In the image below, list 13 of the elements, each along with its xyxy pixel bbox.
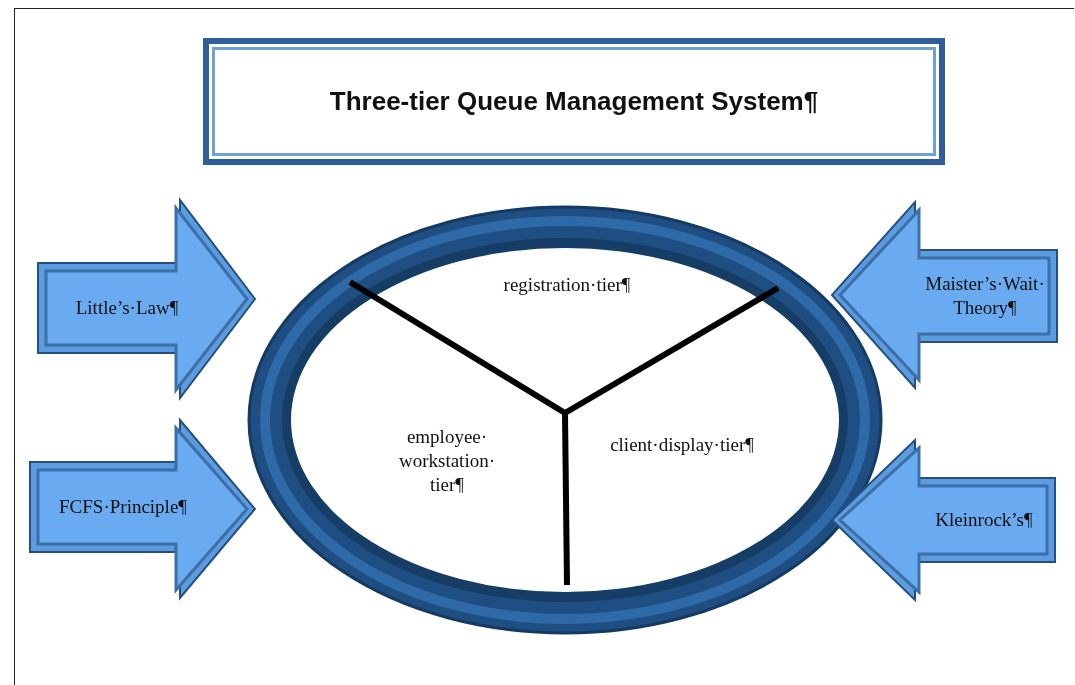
arrow-label: FCFS·Principle¶	[59, 495, 187, 519]
block-arrow	[832, 440, 1055, 600]
tier-label: registration·tier¶	[472, 273, 662, 297]
arrow-label: Kleinrock’s¶	[935, 508, 1033, 532]
block-arrow	[38, 200, 255, 398]
block-arrow	[832, 202, 1057, 388]
arrow-label: Maister’s·Wait· Theory¶	[924, 272, 1046, 320]
ring-ellipse	[247, 205, 883, 635]
tier-label: employee· workstation· tier¶	[382, 425, 512, 497]
block-arrow	[30, 420, 255, 598]
tier-label: client·display·tier¶	[582, 433, 782, 457]
title: Three-tier Queue Management System¶	[329, 86, 819, 117]
arrow-label: Little’s·Law¶	[75, 296, 179, 320]
